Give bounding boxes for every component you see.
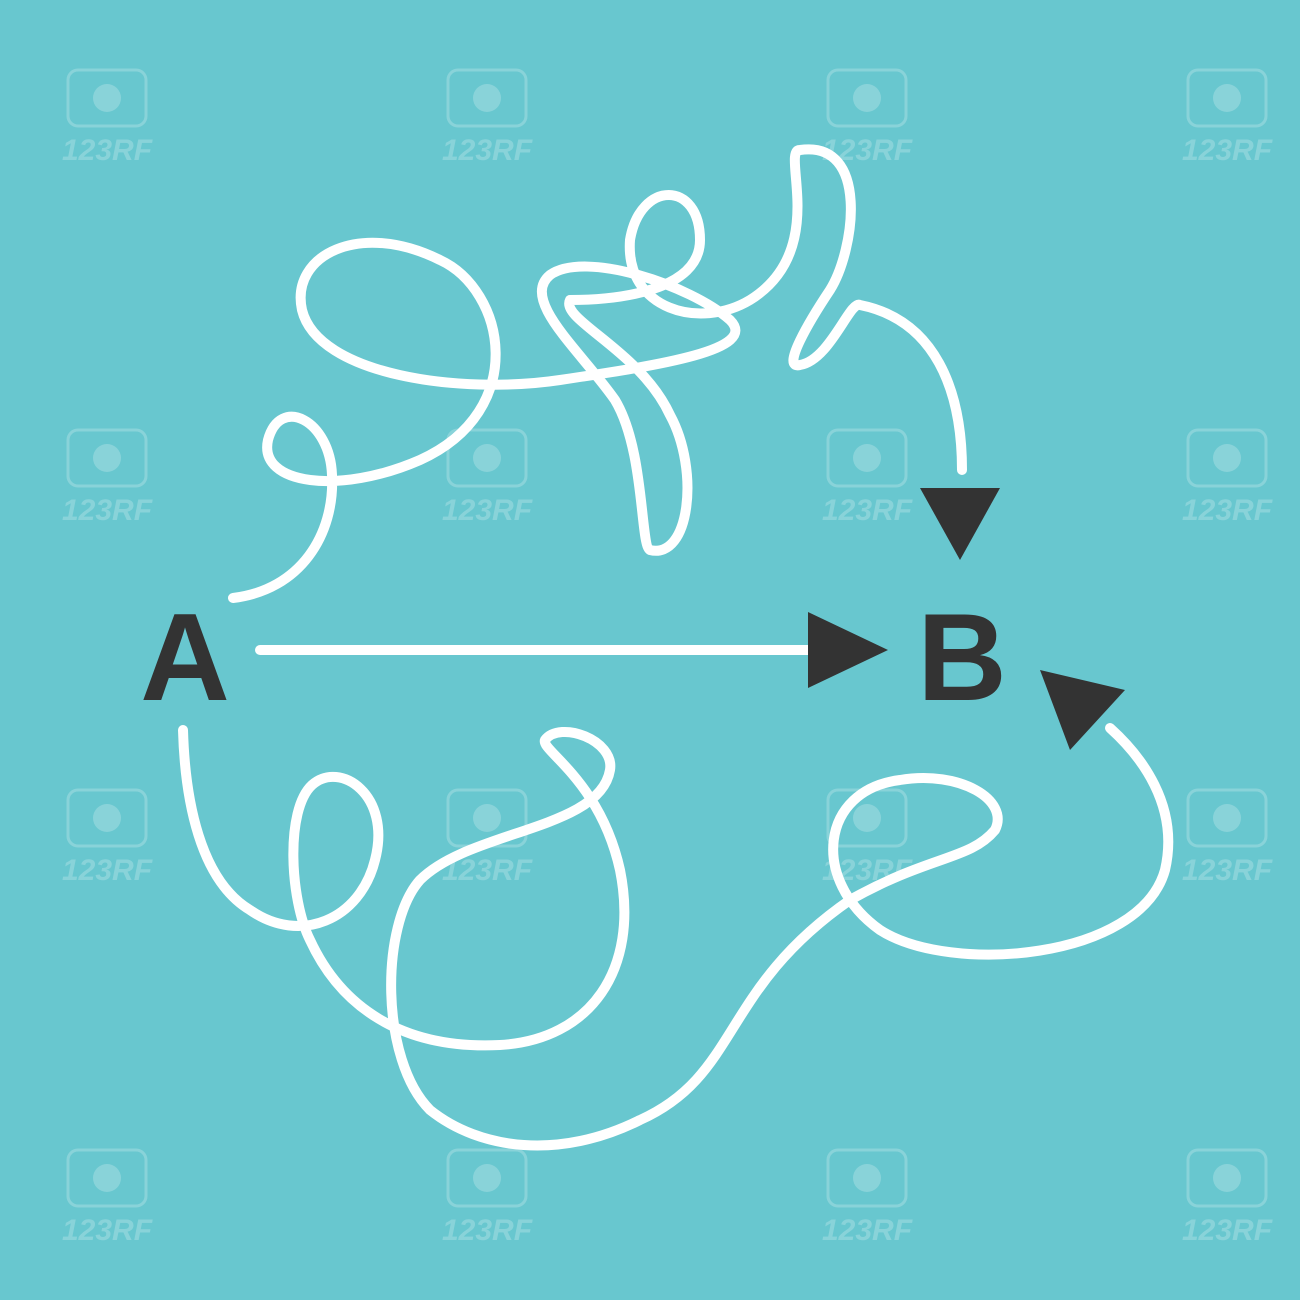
watermark-camera-icon [1186, 428, 1268, 488]
watermark-lens-icon [93, 804, 121, 832]
watermark-text: 123RF [442, 494, 533, 527]
watermark-lens-icon [853, 444, 881, 472]
watermark-camera-icon [66, 788, 148, 848]
watermark-tile: 123RF [442, 1148, 533, 1247]
watermark-text: 123RF [62, 494, 153, 527]
watermark-lens-icon [93, 1164, 121, 1192]
watermark-lens-icon [853, 84, 881, 112]
watermark-text: 123RF [62, 1214, 153, 1247]
watermark-camera-icon [826, 428, 908, 488]
watermark-text: 123RF [822, 1214, 913, 1247]
arrowhead-upper [920, 488, 1000, 560]
watermark-tile: 123RF [442, 428, 533, 527]
watermark-tile: 123RF [1182, 788, 1273, 887]
watermark-tile: 123RF [442, 68, 533, 167]
watermark-lens-icon [1213, 84, 1241, 112]
watermark-lens-icon [473, 444, 501, 472]
watermark-text: 123RF [62, 134, 153, 167]
watermark-tile: 123RF [62, 788, 153, 887]
watermark-tile: 123RF [1182, 428, 1273, 527]
watermark-lens-icon [473, 804, 501, 832]
watermark-camera-icon [1186, 788, 1268, 848]
watermark-camera-icon [66, 1148, 148, 1208]
watermark-lens-icon [473, 84, 501, 112]
node-label-b: B [917, 589, 1007, 727]
watermark-camera-icon [446, 1148, 528, 1208]
watermark-lens-icon [473, 1164, 501, 1192]
watermark-text: 123RF [1182, 494, 1273, 527]
watermark-text: 123RF [1182, 134, 1273, 167]
watermark-tile: 123RF [62, 68, 153, 167]
watermark-layer: 123RF 123RF 123RF 123RF 123RF 123RF 123RF 123RF… [62, 68, 1273, 1247]
watermark-text: 123RF [62, 854, 153, 887]
watermark-camera-icon [826, 1148, 908, 1208]
watermark-lens-icon [1213, 1164, 1241, 1192]
watermark-text: 123RF [442, 134, 533, 167]
watermark-camera-icon [66, 428, 148, 488]
watermark-tile: 123RF [62, 1148, 153, 1247]
watermark-text: 123RF [1182, 1214, 1273, 1247]
watermark-camera-icon [446, 428, 528, 488]
watermark-lens-icon [1213, 444, 1241, 472]
watermark-camera-icon [1186, 1148, 1268, 1208]
watermark-text: 123RF [442, 1214, 533, 1247]
node-label-a: A [140, 589, 230, 727]
watermark-lens-icon [93, 84, 121, 112]
arrowhead-lower [1040, 670, 1125, 750]
watermark-camera-icon [446, 68, 528, 128]
watermark-tile: 123RF [1182, 1148, 1273, 1247]
watermark-tile: 123RF [822, 428, 913, 527]
watermark-camera-icon [826, 68, 908, 128]
watermark-tile: 123RF [1182, 68, 1273, 167]
watermark-lens-icon [1213, 804, 1241, 832]
watermark-tile: 123RF [822, 1148, 913, 1247]
watermark-lens-icon [853, 1164, 881, 1192]
watermark-text: 123RF [1182, 854, 1273, 887]
watermark-text: 123RF [822, 494, 913, 527]
watermark-lens-icon [93, 444, 121, 472]
watermark-lens-icon [853, 804, 881, 832]
arrowhead-direct [808, 612, 888, 688]
watermark-camera-icon [1186, 68, 1268, 128]
tangled-lower-path [178, 723, 1174, 1151]
watermark-camera-icon [66, 68, 148, 128]
watermark-tile: 123RF [62, 428, 153, 527]
tangled-upper-path [228, 144, 967, 603]
watermark-tile: 123RF [822, 68, 913, 167]
